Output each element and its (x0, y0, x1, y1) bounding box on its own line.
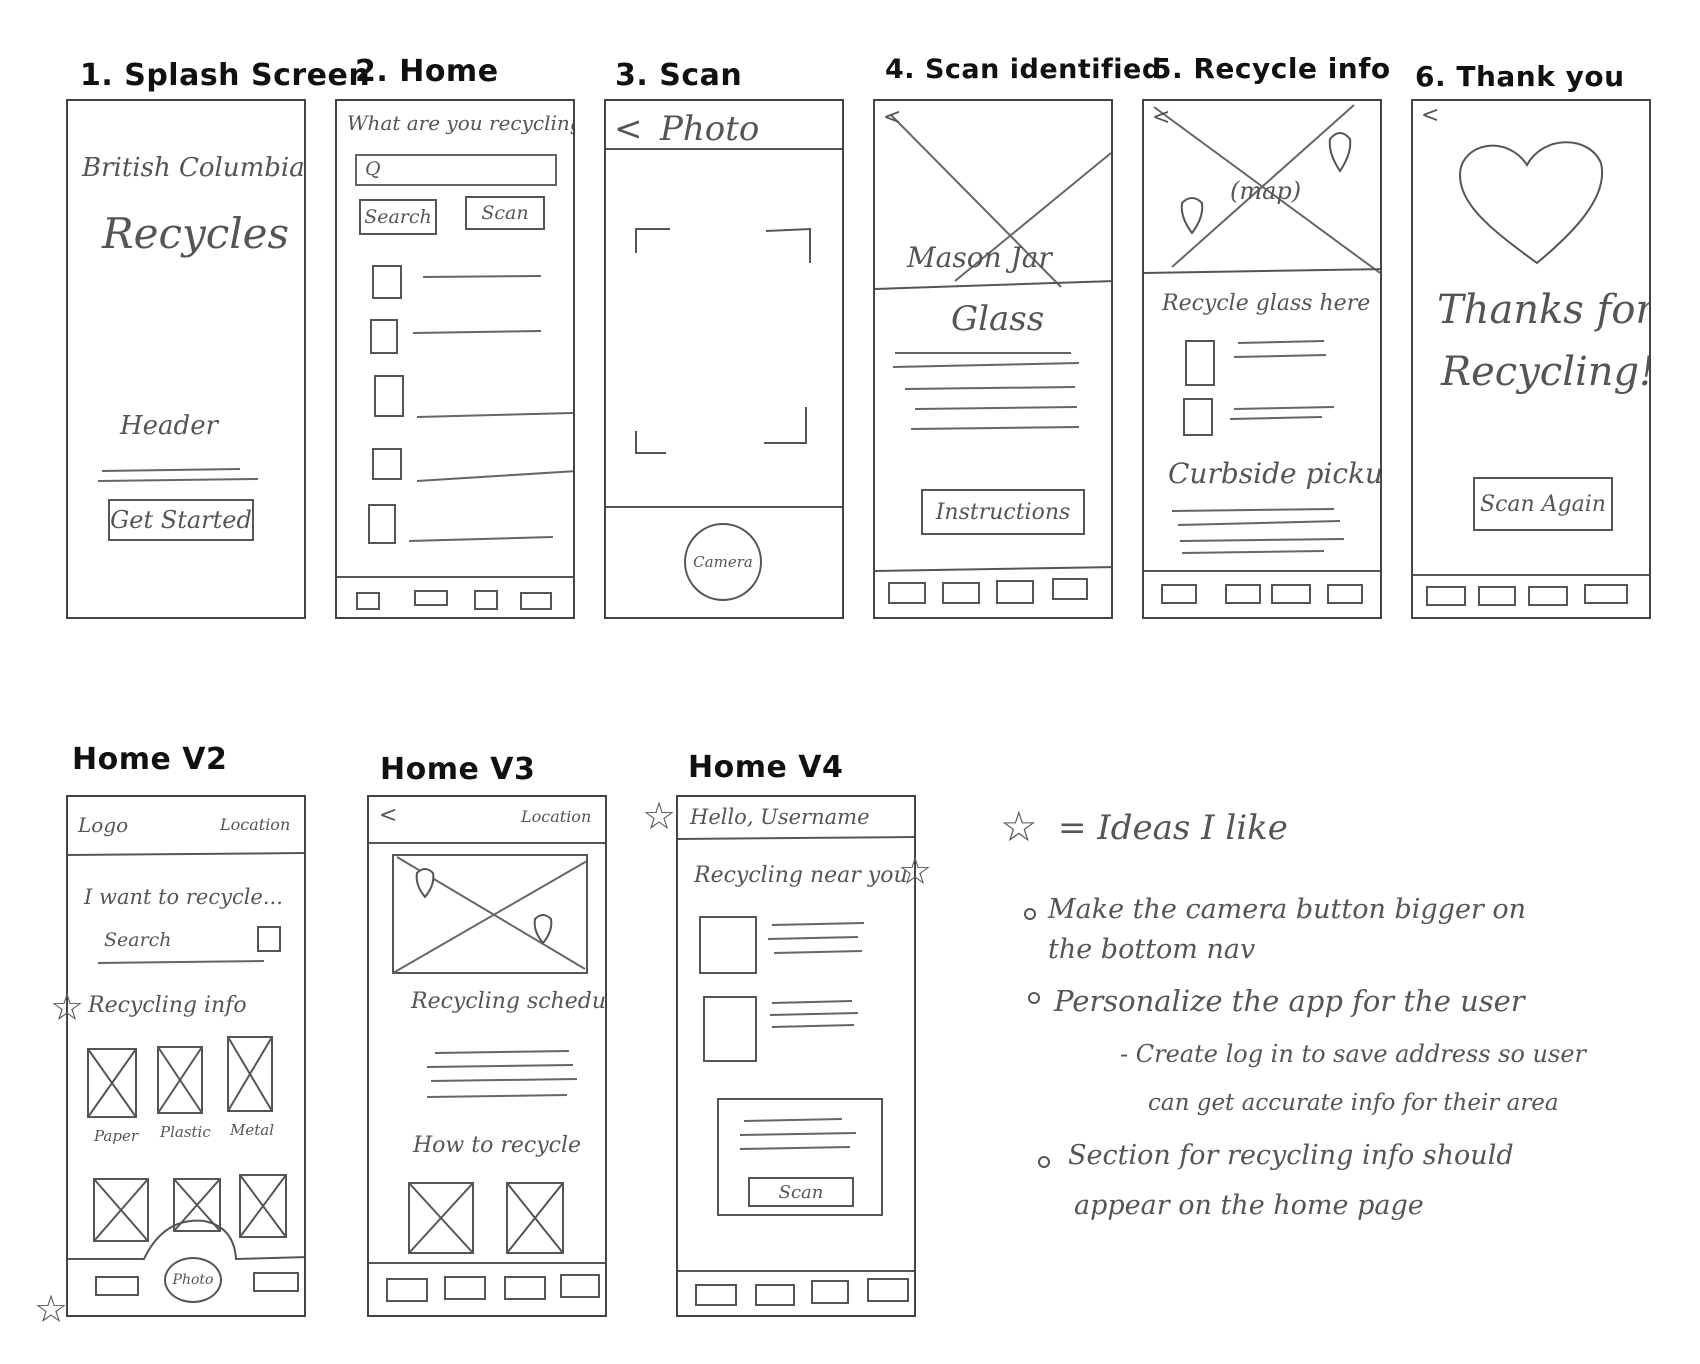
thank-you-graphics (1413, 141, 1649, 606)
get-started-button[interactable]: Get Started (108, 499, 254, 541)
note-1-line1: Make the camera button bigger on (1048, 894, 1527, 925)
bullet-icon (1038, 1156, 1050, 1168)
identified-image-placeholder (875, 114, 1111, 604)
wireframe-scan-identified: < Mason Jar Glass Instructions (873, 99, 1113, 619)
home-search-button[interactable]: Search (359, 199, 437, 235)
wireframe-home: What are you recycling? Q Search Scan (335, 99, 575, 619)
map-placeholder-label: (map) (1230, 177, 1302, 205)
map-pin-icon (415, 868, 435, 899)
recycle-prompt: I want to recycle... (84, 885, 283, 909)
identified-back-icon[interactable]: < (883, 105, 902, 130)
thanks-line2: Recycling! (1441, 349, 1651, 395)
home-v4-graphics (678, 836, 914, 1306)
label-home-v4: Home V4 (688, 750, 844, 785)
bullet-icon (1028, 992, 1040, 1004)
map-pin-icon (1328, 132, 1352, 173)
note-2-sub1: - Create log in to save address so user (1120, 1040, 1586, 1068)
label-recycle-info: 5. Recycle info (1152, 52, 1391, 85)
recycling-near-you-heading: Recycling near you (694, 863, 908, 888)
star-icon: ☆ (1000, 802, 1038, 851)
home-v3-back-icon[interactable]: < (379, 803, 398, 828)
recycle-here-heading: Recycle glass here (1162, 291, 1371, 316)
home-v2-search-input[interactable]: Search (104, 929, 172, 951)
scan-again-button[interactable]: Scan Again (1473, 477, 1613, 531)
bullet-icon (1024, 908, 1036, 920)
how-to-recycle-heading: How to recycle (413, 1133, 581, 1158)
splash-title-line2: Recycles (102, 209, 290, 258)
location-selector[interactable]: Location (220, 815, 291, 834)
search-icon: Q (365, 158, 381, 180)
identified-material: Glass (951, 299, 1045, 339)
scan-title: Photo (660, 109, 760, 149)
label-scan-identified: 4. Scan identified (885, 54, 1162, 85)
label-home-v2: Home V2 (72, 742, 228, 777)
label-home: 2. Home (355, 54, 499, 89)
recycle-info-graphics (1144, 104, 1380, 604)
wireframe-splash: British Columbia Recycles Header Get Sta… (66, 99, 306, 619)
star-icon: ☆ (50, 985, 85, 1029)
scan-back-icon[interactable]: < (614, 109, 643, 149)
splash-text-lines (97, 468, 259, 482)
label-scan: 3. Scan (615, 58, 743, 93)
label-home-v3: Home V3 (380, 752, 536, 787)
star-icon: ☆ (642, 794, 677, 838)
recycling-info-heading: Recycling info (88, 993, 247, 1018)
note-3-line1: Section for recycling info should (1068, 1140, 1514, 1171)
camera-button[interactable]: Camera (684, 523, 762, 601)
star-icon: ☆ (898, 849, 933, 893)
legend-ideas-i-like: = Ideas I like (1058, 808, 1288, 848)
category-plastic[interactable]: Plastic (160, 1123, 211, 1141)
home-v4-scan-button[interactable]: Scan (748, 1177, 854, 1207)
thanks-line1: Thanks for (1437, 287, 1651, 333)
home-v3-location-selector[interactable]: Location (521, 807, 592, 826)
wireframe-home-v4: Hello, Username Recycling near you Scan (676, 795, 916, 1317)
wireframe-scan: < Photo Camera (604, 99, 844, 619)
label-splash-screen: 1. Splash Screen (80, 58, 371, 93)
search-icon (257, 926, 281, 952)
scan-viewfinder (606, 148, 842, 508)
note-1-line2: the bottom nav (1048, 934, 1256, 965)
home-v3-graphics (369, 842, 605, 1302)
logo-placeholder: Logo (78, 813, 129, 837)
splash-header-text: Header (120, 411, 219, 441)
note-2: Personalize the app for the user (1054, 984, 1525, 1018)
label-thank-you: 6. Thank you (1415, 60, 1625, 93)
home-v2-graphics (68, 852, 304, 1296)
wireframe-home-v3: < Location Recycling schedule How to rec… (367, 795, 607, 1317)
instructions-button[interactable]: Instructions (921, 489, 1085, 535)
note-2-sub2: can get accurate info for their area (1148, 1090, 1559, 1116)
heart-icon (1458, 141, 1604, 265)
recycle-info-back-icon[interactable]: < (1152, 105, 1171, 130)
home-list (337, 265, 573, 610)
home-prompt: What are you recycling? (347, 111, 575, 135)
note-3-line2: appear on the home page (1074, 1190, 1424, 1221)
splash-title-line1: British Columbia (82, 153, 305, 183)
photo-button[interactable]: Photo (164, 1257, 222, 1303)
wireframe-home-v2: Logo Location I want to recycle... Searc… (66, 795, 306, 1317)
star-icon: ☆ (34, 1287, 69, 1331)
greeting-text: Hello, Username (690, 805, 870, 829)
category-paper[interactable]: Paper (94, 1127, 139, 1145)
thank-you-back-icon[interactable]: < (1421, 103, 1440, 128)
wireframe-thank-you: < Thanks for Recycling! Scan Again (1411, 99, 1651, 619)
identified-item-name: Mason Jar (907, 241, 1052, 274)
category-metal[interactable]: Metal (230, 1121, 275, 1139)
wireframe-recycle-info: < (map) Recycle glass here Curbside pick… (1142, 99, 1382, 619)
home-search-input[interactable]: Q (355, 154, 557, 186)
recycling-schedule-heading: Recycling schedule (411, 989, 607, 1014)
curbside-pickup-heading: Curbside pickup (1168, 457, 1382, 490)
home-scan-button[interactable]: Scan (465, 196, 545, 230)
